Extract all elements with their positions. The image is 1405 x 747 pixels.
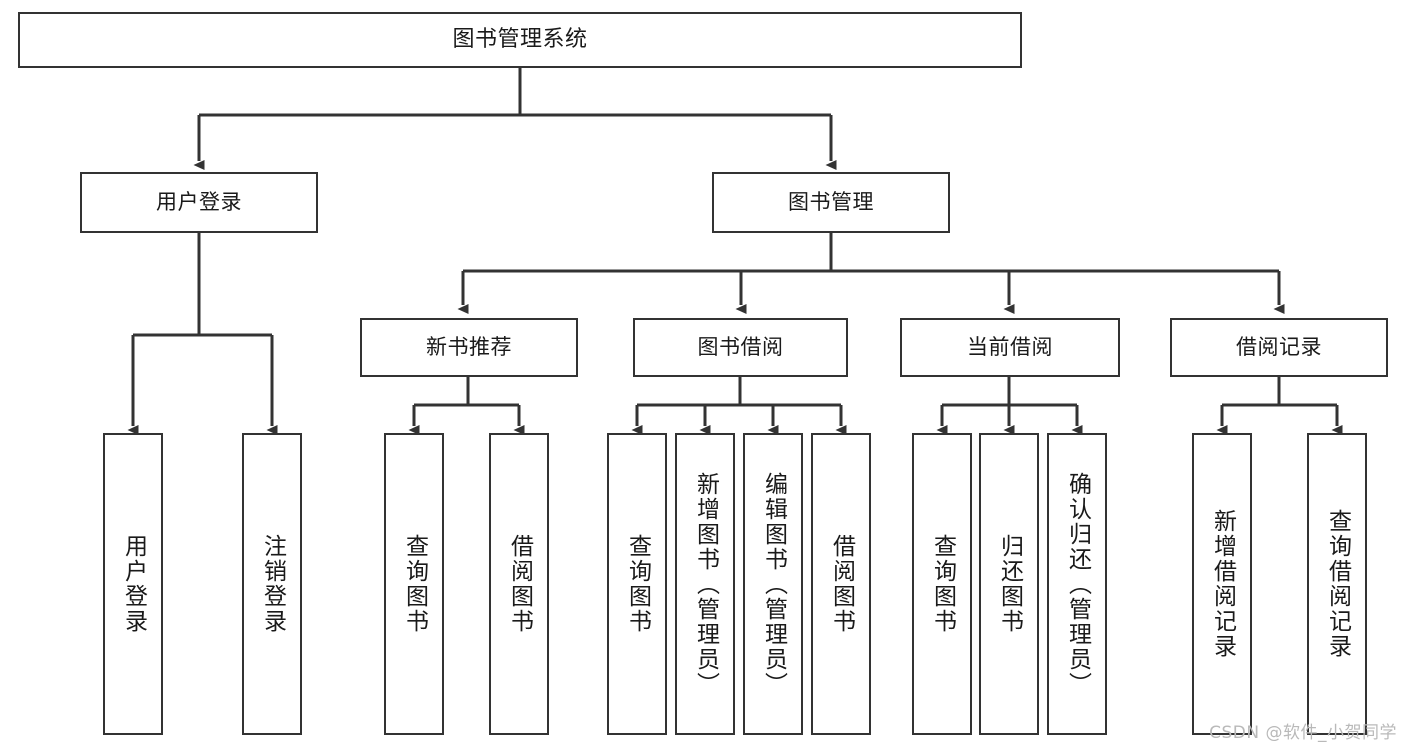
node-label: 查询借阅记录 bbox=[1324, 509, 1351, 659]
leaf-user-login-signin[interactable]: 用户登录 bbox=[103, 433, 163, 735]
node-label: 借阅图书 bbox=[828, 534, 855, 634]
node-label: 用户登录 bbox=[156, 190, 242, 215]
node-root-system[interactable]: 图书管理系统 bbox=[18, 12, 1022, 68]
node-label: 查询图书 bbox=[929, 534, 956, 634]
node-label: 当前借阅 bbox=[967, 335, 1053, 360]
node-label: 归还图书 bbox=[996, 534, 1023, 634]
node-label: 图书管理 bbox=[788, 190, 874, 215]
node-new-book-recommend[interactable]: 新书推荐 bbox=[360, 318, 578, 377]
node-label: 新增图书（管理员） bbox=[692, 471, 719, 697]
node-label: 图书管理系统 bbox=[452, 27, 588, 53]
csdn-watermark: CSDN @软件_小贺同学 bbox=[1209, 723, 1397, 743]
node-label: 借阅记录 bbox=[1236, 335, 1322, 360]
node-label: 确认归还（管理员） bbox=[1064, 471, 1091, 697]
node-label: 图书借阅 bbox=[697, 335, 784, 360]
node-label: 查询图书 bbox=[401, 534, 428, 634]
node-label: 新书推荐 bbox=[426, 335, 512, 360]
node-borrow-record[interactable]: 借阅记录 bbox=[1170, 318, 1388, 377]
node-label: 用户登录 bbox=[120, 534, 147, 634]
leaf-record-query-record[interactable]: 查询借阅记录 bbox=[1307, 433, 1367, 735]
leaf-borrow-add-book-admin[interactable]: 新增图书（管理员） bbox=[675, 433, 735, 735]
node-current-borrow[interactable]: 当前借阅 bbox=[900, 318, 1120, 377]
leaf-current-confirm-return-admin[interactable]: 确认归还（管理员） bbox=[1047, 433, 1107, 735]
leaf-borrow-edit-book-admin[interactable]: 编辑图书（管理员） bbox=[743, 433, 803, 735]
node-label: 注销登录 bbox=[259, 534, 286, 634]
leaf-borrow-query-book[interactable]: 查询图书 bbox=[607, 433, 667, 735]
leaf-current-query-book[interactable]: 查询图书 bbox=[912, 433, 972, 735]
leaf-recommend-query-book[interactable]: 查询图书 bbox=[384, 433, 444, 735]
node-book-management[interactable]: 图书管理 bbox=[712, 172, 950, 233]
node-label: 借阅图书 bbox=[506, 534, 533, 634]
leaf-record-add-record[interactable]: 新增借阅记录 bbox=[1192, 433, 1252, 735]
node-user-login[interactable]: 用户登录 bbox=[80, 172, 318, 233]
leaf-user-login-signout[interactable]: 注销登录 bbox=[242, 433, 302, 735]
leaf-recommend-borrow-book[interactable]: 借阅图书 bbox=[489, 433, 549, 735]
node-label: 编辑图书（管理员） bbox=[760, 471, 787, 697]
node-book-borrow[interactable]: 图书借阅 bbox=[633, 318, 848, 377]
node-label: 查询图书 bbox=[624, 534, 651, 634]
leaf-borrow-borrow-book[interactable]: 借阅图书 bbox=[811, 433, 871, 735]
node-label: 新增借阅记录 bbox=[1209, 509, 1236, 659]
leaf-current-return-book[interactable]: 归还图书 bbox=[979, 433, 1039, 735]
